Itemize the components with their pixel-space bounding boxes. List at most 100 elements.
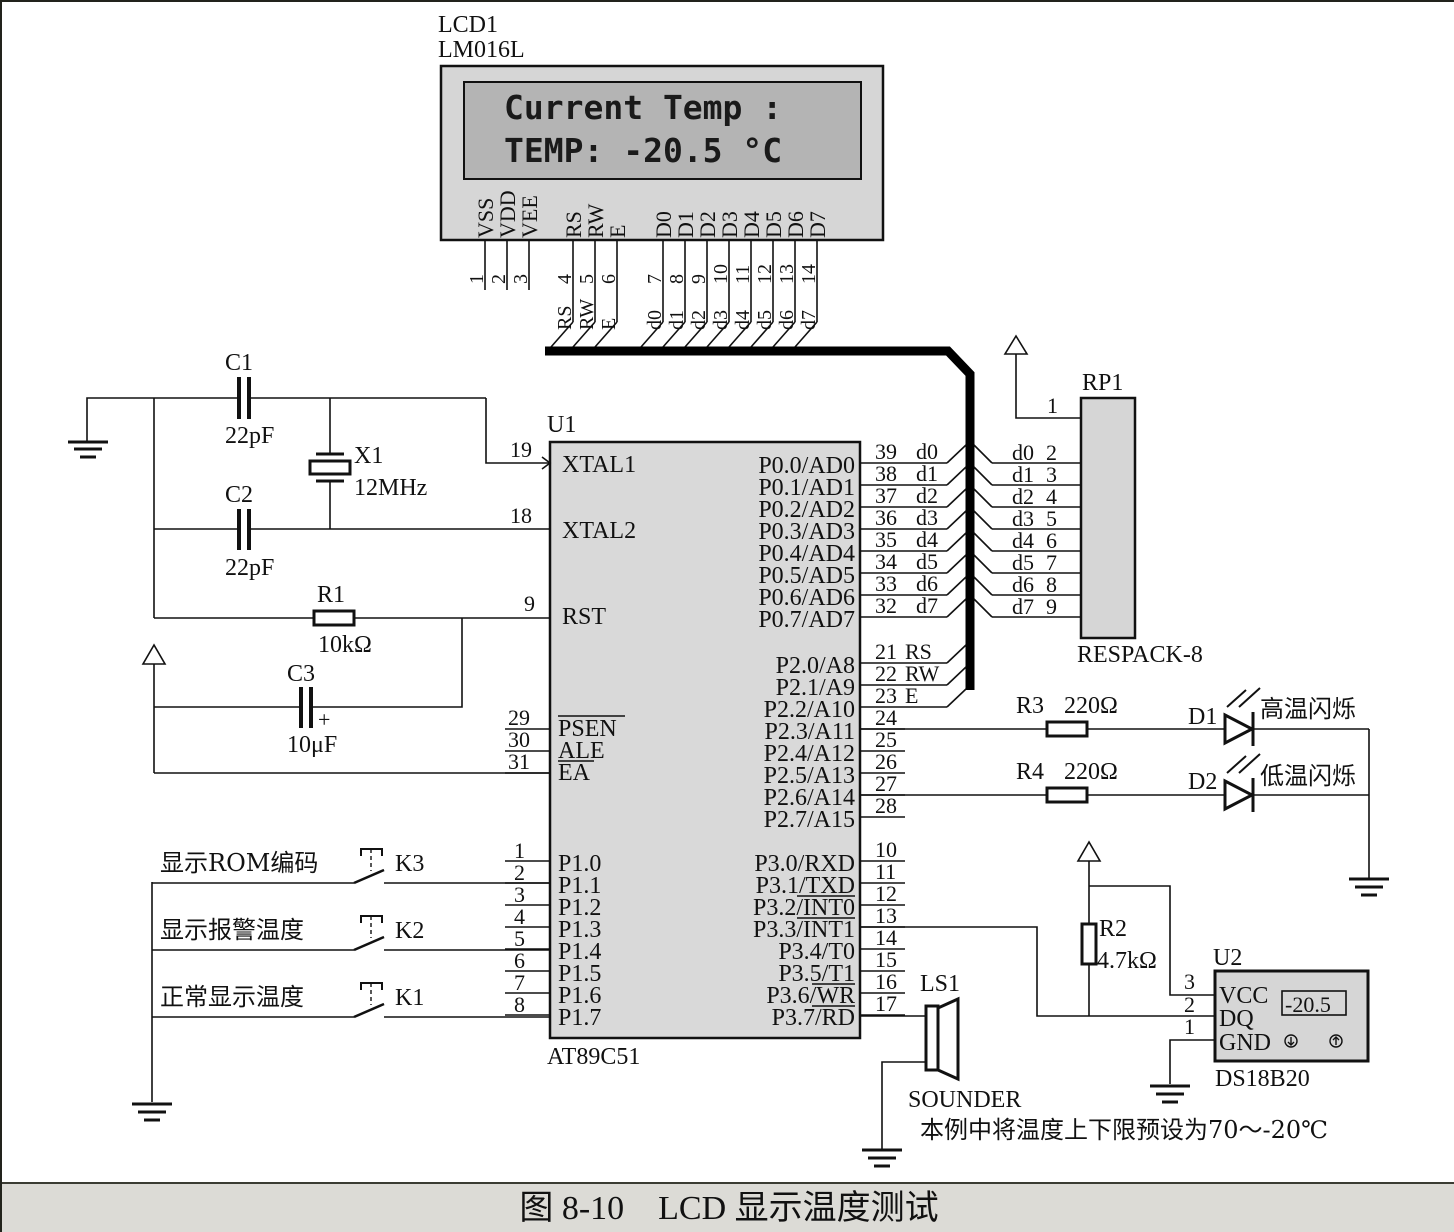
d1-ref: D1 — [1188, 704, 1217, 730]
lcd-pin-number: 2 — [488, 274, 510, 284]
mcu-pin-number: 4 — [514, 904, 525, 929]
rpack-pin-number: 8 — [1046, 572, 1057, 597]
bus-net-label: d6 — [776, 310, 798, 330]
mcu-pin-number: 15 — [875, 947, 897, 972]
bus-entry — [973, 576, 993, 596]
bus-net-label: d2 — [688, 310, 710, 330]
mcu-pin-label: P3.2/INT0 — [753, 895, 855, 921]
mcu-pin-label: P2.0/A8 — [776, 653, 855, 679]
bus-net-label: d0 — [644, 310, 666, 330]
mcu-pin-label: P1.6 — [558, 983, 601, 1009]
mcu-pin-label: P2.1/A9 — [776, 675, 855, 701]
bus-net-label: E — [598, 318, 620, 330]
mcu-pin-label: P0.2/AD2 — [758, 497, 855, 523]
sounder: LS1 SOUNDER — [860, 971, 1021, 1168]
bus-net-label: d0 — [1012, 440, 1034, 465]
mcu-pin-number: 1 — [514, 838, 525, 863]
speaker-icon — [924, 1004, 940, 1072]
mcu-pin-label: P1.5 — [558, 961, 601, 987]
rpack-pin-number: 6 — [1046, 528, 1057, 553]
lcd-pin-number: 7 — [644, 274, 666, 284]
oscillator-circuit: 19 C1 22pF 18 C2 22pF X1 12MHz R1 10kΩ 9 — [68, 350, 552, 774]
bus-entry — [728, 321, 752, 348]
rpack-pin-number: 1 — [1047, 393, 1058, 418]
lcd-pin-name: D4 — [739, 211, 764, 238]
x1-value: 12MHz — [354, 475, 427, 501]
bus-net-label: RS — [554, 306, 576, 330]
lcd-pins: VSS1VDD2VEE3RS4RSRW5RWE6ED07d0D18d1D29d2… — [466, 190, 830, 348]
bus-net-label: d7 — [1012, 594, 1034, 619]
lcd-line-1: Current Temp : — [504, 88, 782, 127]
figure-note: 本例中将温度上下限预设为70～-20℃ — [920, 1116, 1328, 1144]
mcu-pin-number: 26 — [875, 749, 897, 774]
mcu-pin-label: P0.0/AD0 — [758, 453, 855, 479]
sensor-pin-dq: DQ — [1219, 1006, 1254, 1032]
mcu-pin-label: XTAL2 — [562, 518, 636, 544]
switch-contact — [353, 935, 385, 952]
ground-icon — [1150, 1084, 1190, 1104]
mcu-pin-label: P3.6/WR — [766, 983, 855, 1009]
lcd-ref: LCD1 — [438, 12, 498, 38]
temperature-sensor[interactable]: R2 4.7kΩ 3 2 1 U2 VCC DQ GND -20.5 DS18B… — [860, 840, 1370, 1104]
bus-net-label: d3 — [916, 505, 938, 530]
key-label: 显示报警温度 — [160, 916, 304, 944]
mcu-pin-number: 12 — [875, 881, 897, 906]
bus-net-label: d1 — [1012, 462, 1034, 487]
bus-entry — [973, 444, 993, 464]
bus-net-label: d4 — [732, 310, 754, 330]
c3-polarity: + — [318, 707, 330, 732]
rpack-body — [1079, 396, 1137, 640]
r2-value: 4.7kΩ — [1097, 948, 1157, 974]
c2-value: 22pF — [225, 555, 274, 581]
lcd-module[interactable]: LCD1 LM016L Current Temp : TEMP: -20.5 °… — [438, 12, 885, 348]
bus-entry — [973, 510, 993, 530]
bus-entry — [772, 321, 796, 348]
schematic-canvas: LCD1 LM016L Current Temp : TEMP: -20.5 °… — [68, 12, 1389, 1168]
mcu-pin-number: 2 — [514, 860, 525, 885]
bus-entry — [750, 321, 774, 348]
ground-icon — [1349, 877, 1389, 897]
rpack-pin-number: 9 — [1046, 594, 1057, 619]
mcu-pin-number: 8 — [514, 992, 525, 1017]
bus-entry — [946, 554, 967, 574]
mcu-pin-number: 31 — [508, 749, 530, 774]
pin-num-2: 2 — [1184, 992, 1195, 1017]
light-emission-icon — [1226, 687, 1261, 708]
mcu-pin-label: P0.1/AD1 — [758, 475, 855, 501]
bus-net-label: RW — [905, 661, 939, 686]
bus-entry — [946, 688, 967, 708]
mcu-pin-number: 10 — [875, 837, 897, 862]
ls1-model: SOUNDER — [908, 1087, 1021, 1113]
bus-entry — [973, 488, 993, 508]
lcd-pin-name: D5 — [761, 211, 786, 238]
mcu-pin-label: P0.4/AD4 — [758, 541, 855, 567]
pin-num-9: 9 — [524, 591, 535, 616]
mcu-pin-label: P3.5/T1 — [778, 961, 855, 987]
ls1-ref: LS1 — [920, 971, 960, 997]
pin-num-3: 3 — [1184, 969, 1195, 994]
lcd-pin-number: 9 — [688, 274, 710, 284]
mcu-pin-label: P3.3/INT1 — [753, 917, 855, 943]
light-emission-icon — [1226, 753, 1261, 774]
mcu-pin-label: P3.4/T0 — [778, 939, 855, 965]
bus-net-label: d6 — [1012, 572, 1034, 597]
resistor-r4 — [1045, 786, 1089, 804]
lcd-pin-name: D1 — [673, 211, 698, 238]
ground-icon — [862, 1148, 902, 1168]
clock-input-icon — [541, 456, 552, 470]
arrow-down-circle-icon[interactable] — [1284, 1034, 1298, 1048]
ground-icon — [132, 1102, 172, 1122]
mcu-pin-label: P1.4 — [558, 939, 601, 965]
arrow-up-circle-icon[interactable] — [1329, 1034, 1343, 1048]
mcu-pin-label: P2.2/A10 — [764, 697, 855, 723]
bus-net-label: d5 — [1012, 550, 1034, 575]
r1-value: 10kΩ — [318, 632, 372, 658]
mcu-pin-label: P1.2 — [558, 895, 601, 921]
mcu-pin-label: P1.3 — [558, 917, 601, 943]
lcd-line-2: TEMP: -20.5 °C — [504, 131, 782, 170]
bus-net-label: d2 — [916, 483, 938, 508]
sensor-pin-gnd: GND — [1219, 1030, 1271, 1056]
vcc-terminal-icon — [1076, 840, 1102, 862]
